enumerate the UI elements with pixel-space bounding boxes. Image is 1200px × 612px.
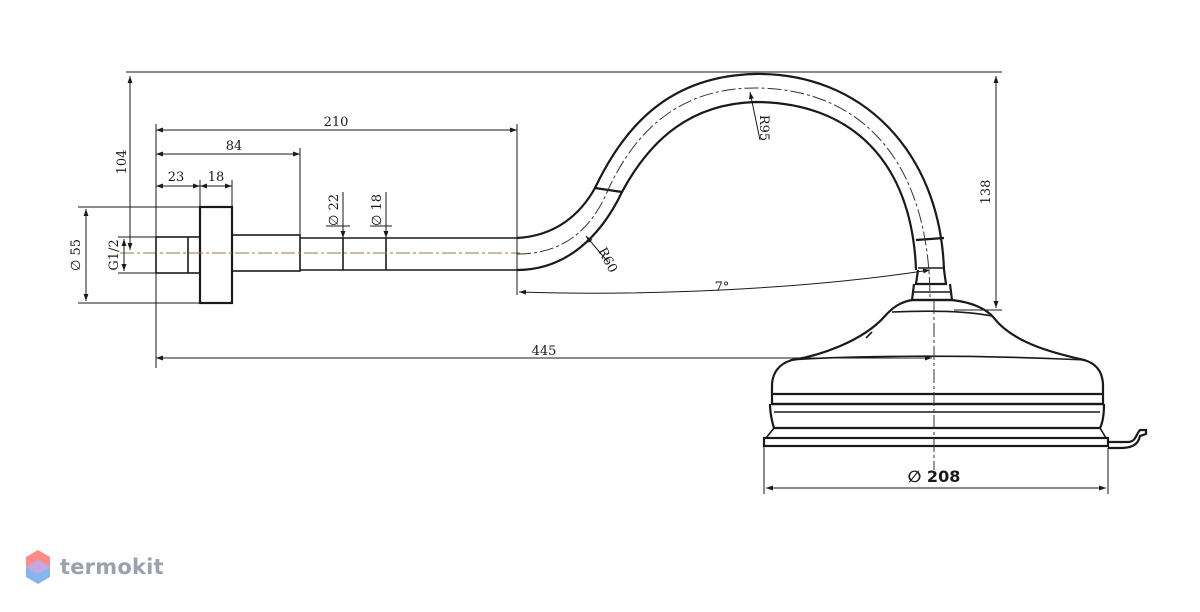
side-nozzle <box>1108 428 1148 450</box>
dim-bend-radius-small: R60 <box>594 245 620 275</box>
dim-right-height: 138 <box>979 180 994 205</box>
arch-inner-wall <box>516 100 918 272</box>
dim-overall-height: 104 <box>115 150 130 175</box>
dim-flange-offset: 84 <box>226 139 243 154</box>
swivel-joint <box>914 269 948 286</box>
dimension-labels: 104 210 84 23 18 ∅ 55 G1/2 ∅ 22 ∅ 18 R60… <box>69 115 994 486</box>
dim-arm-length: 210 <box>324 115 349 130</box>
shower-head-dome <box>770 298 1105 406</box>
dim-flange-width: 18 <box>208 170 225 185</box>
dim-flange-diameter: ∅ 55 <box>69 239 84 271</box>
center-lines <box>120 87 935 470</box>
termokit-cube-icon <box>26 550 50 584</box>
dim-pipe-outer: ∅ 22 <box>327 194 342 226</box>
straight-pipe <box>300 237 517 271</box>
shower-head-faceplate <box>762 436 1110 448</box>
brand-logo: termokit <box>24 548 164 586</box>
dim-thread-size: G1/2 <box>107 239 122 270</box>
dim-head-diameter: ∅ 208 <box>908 467 961 486</box>
dim-pipe-inner: ∅ 18 <box>370 194 385 226</box>
wall-flange <box>198 205 234 305</box>
dim-angle: 7° <box>715 280 730 295</box>
dimension-lines <box>78 71 1109 494</box>
shower-head-rim <box>772 392 1103 406</box>
dim-thread-length: 23 <box>168 170 185 185</box>
dim-total-length: 445 <box>532 344 557 359</box>
dim-bend-radius-large: R95 <box>756 115 771 141</box>
threaded-connector <box>155 236 201 274</box>
arch-outer-wall <box>516 72 946 271</box>
brand-name: termokit <box>60 555 164 579</box>
